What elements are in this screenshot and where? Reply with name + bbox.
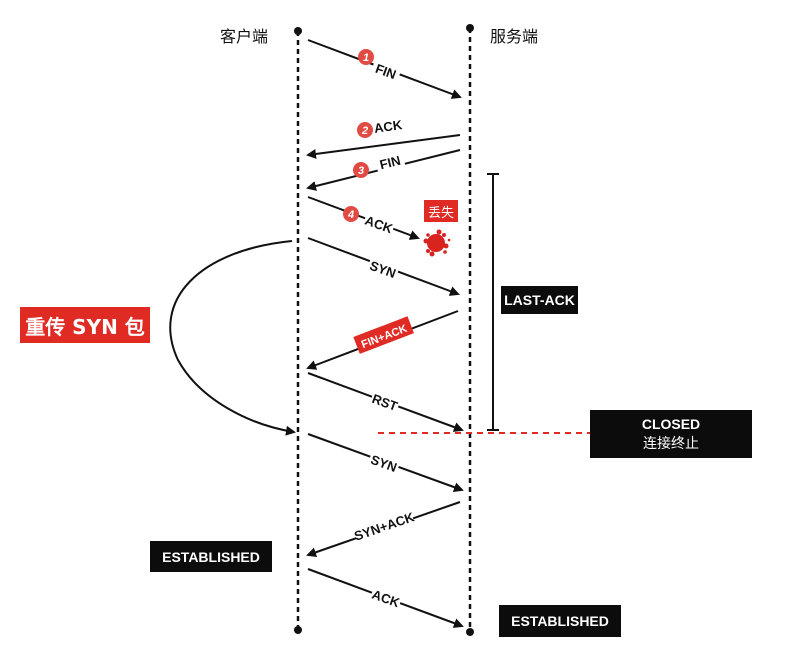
message-label-8: SYN <box>367 449 402 476</box>
svg-text:3: 3 <box>358 165 364 177</box>
svg-text:2: 2 <box>361 125 368 137</box>
svg-text:SYN+ACK: SYN+ACK <box>352 509 417 544</box>
resend-syn-label: 重传 SYN 包 <box>20 307 150 343</box>
lost-packet-splat-icon <box>423 229 451 257</box>
step-badge-4: 4 <box>343 206 359 222</box>
message-label-3: FIN <box>374 149 406 174</box>
svg-text:FIN: FIN <box>378 153 402 173</box>
server-established-state: ESTABLISHED <box>499 605 621 637</box>
resend-syn-curve <box>169 240 296 436</box>
svg-text:RST: RST <box>370 391 400 414</box>
message-label-6: FIN+ACK <box>353 316 414 354</box>
message-label-7: RST <box>369 388 402 415</box>
last-ack-state: LAST-ACK <box>501 286 578 314</box>
client-lifeline-top-dot <box>294 27 302 35</box>
message-arrow-2 <box>306 134 461 159</box>
client-lifeline-bottom-dot <box>294 626 302 634</box>
message-label-5: SYN <box>366 255 401 282</box>
svg-text:SYN: SYN <box>369 452 399 475</box>
closed-state-title: CLOSED <box>641 416 701 432</box>
svg-text:1: 1 <box>363 52 369 64</box>
step-badge-2: 2 <box>357 122 373 138</box>
svg-text:SYN: SYN <box>368 258 398 281</box>
svg-text:ACK: ACK <box>373 117 404 136</box>
server-lifeline-top-dot <box>466 24 474 32</box>
step-badge-3: 3 <box>353 162 369 178</box>
lost-label: 丢失 <box>424 200 458 222</box>
message-label-10: ACK <box>369 584 404 611</box>
message-label-1: FIN <box>370 57 403 84</box>
closed-state-subtitle: 连接终止 <box>643 436 699 452</box>
svg-text:FIN: FIN <box>373 61 398 82</box>
message-label-2: ACK <box>371 114 404 137</box>
client-lane-title: 客户端 <box>220 27 269 46</box>
server-lifeline-bottom-dot <box>466 628 474 636</box>
closed-state: CLOSED 连接终止 <box>590 410 752 458</box>
server-lane-title: 服务端 <box>490 27 539 46</box>
client-established-state: ESTABLISHED <box>150 541 272 572</box>
message-label-9: SYN+ACK <box>352 507 417 544</box>
message-arrow-4 <box>307 196 420 240</box>
step-badge-1: 1 <box>358 49 374 65</box>
svg-text:ACK: ACK <box>363 213 395 237</box>
svg-text:4: 4 <box>347 209 354 221</box>
svg-text:ACK: ACK <box>370 587 402 611</box>
message-label-4: ACK <box>362 210 397 237</box>
